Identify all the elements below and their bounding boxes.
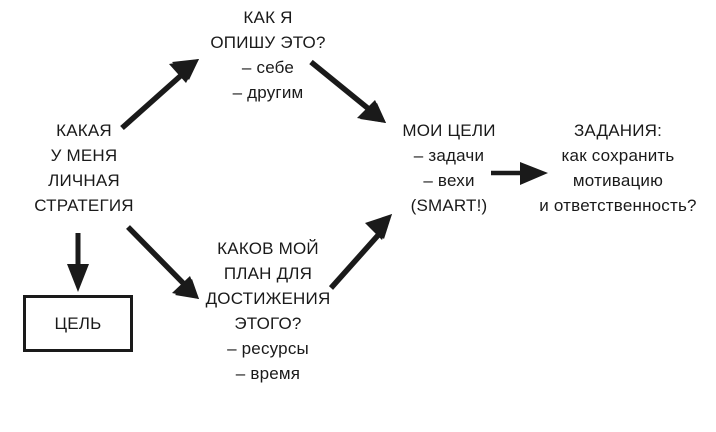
node-tasks-line-2: как сохранить: [561, 146, 675, 165]
arrow-plan-to-my-goals: [328, 214, 392, 290]
node-tasks-line-1: ЗАДАНИЯ:: [573, 121, 663, 140]
node-personal-strategy: КАКАЯ У МЕНЯ ЛИЧНАЯ СТРАТЕГИЯ: [0, 118, 168, 218]
node-my-plan-line-1: КАКОВ МОЙ: [217, 239, 319, 258]
node-my-goals-smart-note: (SMART!): [410, 196, 488, 215]
node-my-goals-bullet-2: – вехи: [423, 171, 475, 190]
node-personal-strategy-line-3: ЛИЧНАЯ: [48, 171, 120, 190]
node-goal-box-label: ЦЕЛЬ: [54, 314, 102, 333]
node-my-plan-line-2: ПЛАН ДЛЯ: [223, 264, 313, 283]
node-tasks: ЗАДАНИЯ: как сохранить мотивацию и ответ…: [520, 118, 716, 218]
node-how-will-i-describe-it-line-2: ОПИШУ ЭТО?: [210, 33, 326, 52]
node-my-plan-bullet-2: – время: [235, 364, 301, 383]
arrow-strategy-to-goal-box: [67, 233, 89, 292]
arrow-strategy-to-describe: [120, 59, 199, 131]
node-my-plan-bullet-1: – ресурсы: [227, 339, 309, 358]
node-how-will-i-describe-it-bullet-2: – другим: [232, 83, 304, 102]
node-my-plan-line-4: ЭТОГО?: [234, 314, 302, 333]
arrow-describe-to-my-goals: [309, 59, 386, 123]
node-my-goals: МОИ ЦЕЛИ – задачи – вехи (SMART!): [388, 118, 510, 218]
node-how-will-i-describe-it: КАК Я ОПИШУ ЭТО? – себе – другим: [178, 5, 358, 105]
node-personal-strategy-line-2: У МЕНЯ: [50, 146, 118, 165]
node-personal-strategy-line-4: СТРАТЕГИЯ: [34, 196, 134, 215]
arrow-strategy-to-plan: [126, 225, 199, 299]
node-how-will-i-describe-it-bullet-1: – себе: [241, 58, 295, 77]
node-my-goals-line-1: МОИ ЦЕЛИ: [402, 121, 496, 140]
node-tasks-line-4: и ответственность?: [539, 196, 697, 215]
arrow-my-goals-to-tasks: [491, 162, 548, 185]
node-my-plan-line-3: ДОСТИЖЕНИЯ: [205, 289, 331, 308]
node-tasks-line-3: мотивацию: [572, 171, 664, 190]
node-my-plan: КАКОВ МОЙ ПЛАН ДЛЯ ДОСТИЖЕНИЯ ЭТОГО? – р…: [178, 236, 358, 386]
node-my-goals-bullet-1: – задачи: [413, 146, 485, 165]
node-how-will-i-describe-it-line-1: КАК Я: [243, 8, 293, 27]
node-goal-box: ЦЕЛЬ: [23, 295, 133, 352]
node-personal-strategy-line-1: КАКАЯ: [56, 121, 112, 140]
